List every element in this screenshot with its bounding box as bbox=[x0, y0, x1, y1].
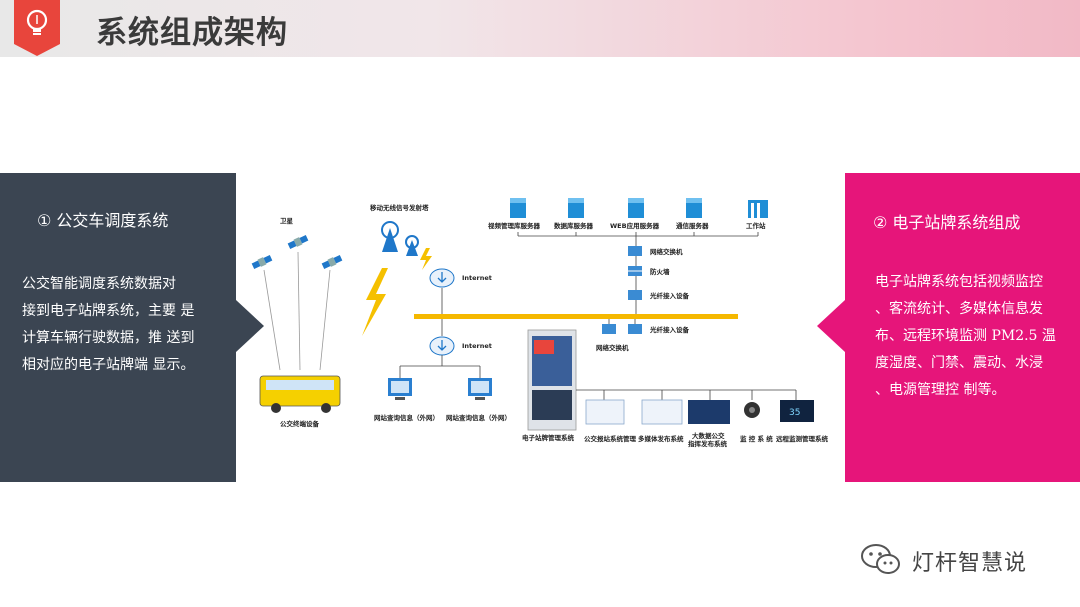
pc-links bbox=[399, 355, 481, 378]
left-panel-body: 公交智能调度系统数据对 接到电子站牌系统，主要 是 计算车辆行驶数据，推 送到 … bbox=[22, 271, 194, 379]
subsystem-label: 大数据公交 bbox=[692, 431, 725, 440]
signal-tower-icon bbox=[381, 221, 419, 256]
left-line: 公交智能调度系统数据对 bbox=[22, 276, 176, 292]
subsystem-links bbox=[576, 389, 797, 400]
subsystem-label: 公交报站系统管理 bbox=[584, 434, 637, 443]
switch-mid-label: 网络交换机 bbox=[596, 343, 629, 352]
left-line: 相对应的电子站牌端 显示。 bbox=[22, 357, 195, 373]
subsystem-label: 远程监测管理系统 bbox=[776, 434, 829, 443]
watermark-text: 灯杆智慧说 bbox=[912, 551, 1028, 576]
fiber-mid-label: 光纤接入设备 bbox=[649, 325, 690, 334]
right-panel: ② 电子站牌系统组成 电子站牌系统包括视频监控 、客流统计、多媒体信息发 布、远… bbox=[817, 173, 1080, 482]
page-title: 系统组成架构 bbox=[96, 15, 288, 51]
cloud-icon bbox=[429, 268, 455, 288]
wechat-icon bbox=[861, 544, 900, 574]
subsystem-screens bbox=[585, 399, 814, 425]
sensor-reading: 35 bbox=[789, 408, 800, 418]
cloud-icon bbox=[429, 336, 455, 356]
bus-icon bbox=[259, 375, 341, 413]
right-panel-pointer bbox=[817, 300, 845, 352]
subsystem-label: 多媒体发布系统 bbox=[638, 434, 684, 443]
right-panel-body: 电子站牌系统包括视频监控 、客流统计、多媒体信息发 布、远程环境监测 PM2.5… bbox=[875, 269, 1056, 404]
left-line: 接到电子站牌系统，主要 是 bbox=[22, 303, 195, 319]
architecture-diagram: 卫星 公交终端设备 移动无线信号发射塔 Internet 视频管理库服务器 bbox=[251, 198, 829, 448]
stop-label: 电子站牌管理系统 bbox=[522, 433, 575, 442]
satellite-label: 卫星 bbox=[280, 216, 294, 225]
tower-label: 移动无线信号发射塔 bbox=[370, 203, 429, 212]
subsystem-label: 监 控 系 统 bbox=[740, 434, 773, 443]
firewall-icon bbox=[628, 266, 642, 276]
header-bar: 系统组成架构 bbox=[0, 0, 1080, 57]
lightning-icon bbox=[420, 248, 432, 270]
left-panel-pointer bbox=[236, 300, 264, 352]
computer-icon bbox=[388, 378, 492, 400]
right-line: 电子站牌系统包括视频监控 bbox=[875, 274, 1043, 290]
left-panel-title: ① 公交车调度系统 bbox=[37, 211, 169, 230]
firewall-label: 防火墙 bbox=[650, 267, 670, 276]
bus-label: 公交终端设备 bbox=[280, 419, 320, 428]
left-line: 计算车辆行驶数据，推 送到 bbox=[22, 330, 195, 346]
fiber-icon bbox=[628, 324, 642, 334]
server-icons bbox=[510, 198, 768, 218]
fiber-top-label: 光纤接入设备 bbox=[649, 291, 690, 300]
switch-icon bbox=[628, 246, 642, 256]
fiber-icon bbox=[628, 290, 642, 300]
server-label: WEB应用服务器 bbox=[610, 221, 660, 230]
right-line: 、客流统计、多媒体信息发 bbox=[875, 301, 1043, 317]
right-line: 度湿度、门禁、震动、水浸 bbox=[875, 355, 1043, 371]
switch-top-label: 网络交换机 bbox=[650, 247, 683, 256]
server-label: 视频管理库服务器 bbox=[488, 221, 541, 230]
right-panel-title: ② 电子站牌系统组成 bbox=[873, 213, 1021, 232]
pc-left-label: 网站查询信息（外网） bbox=[374, 413, 439, 422]
switch-icon bbox=[602, 324, 616, 334]
subsystem-label: 指挥发布系统 bbox=[688, 439, 728, 448]
lightbulb-icon bbox=[14, 0, 60, 56]
left-panel: ① 公交车调度系统 公交智能调度系统数据对 接到电子站牌系统，主要 是 计算车辆… bbox=[0, 173, 264, 482]
pc-right-label: 网站查询信息（外网） bbox=[446, 413, 511, 422]
server-label: 工作站 bbox=[746, 221, 766, 230]
electronic-stop-sign-icon bbox=[527, 329, 577, 431]
satellite-icon bbox=[251, 235, 343, 269]
server-label: 通信服务器 bbox=[676, 221, 709, 230]
satellite-links bbox=[263, 251, 331, 371]
internet-label-top: Internet bbox=[462, 274, 492, 282]
server-label: 数据库服务器 bbox=[554, 221, 594, 230]
lightning-icon bbox=[362, 268, 388, 336]
right-line: 布、远程环境监测 PM2.5 温 bbox=[875, 328, 1056, 344]
right-line: 、电源管理控 制等。 bbox=[875, 382, 1006, 398]
network-backbone bbox=[414, 314, 738, 319]
internet-label-mid: Internet bbox=[462, 342, 492, 350]
